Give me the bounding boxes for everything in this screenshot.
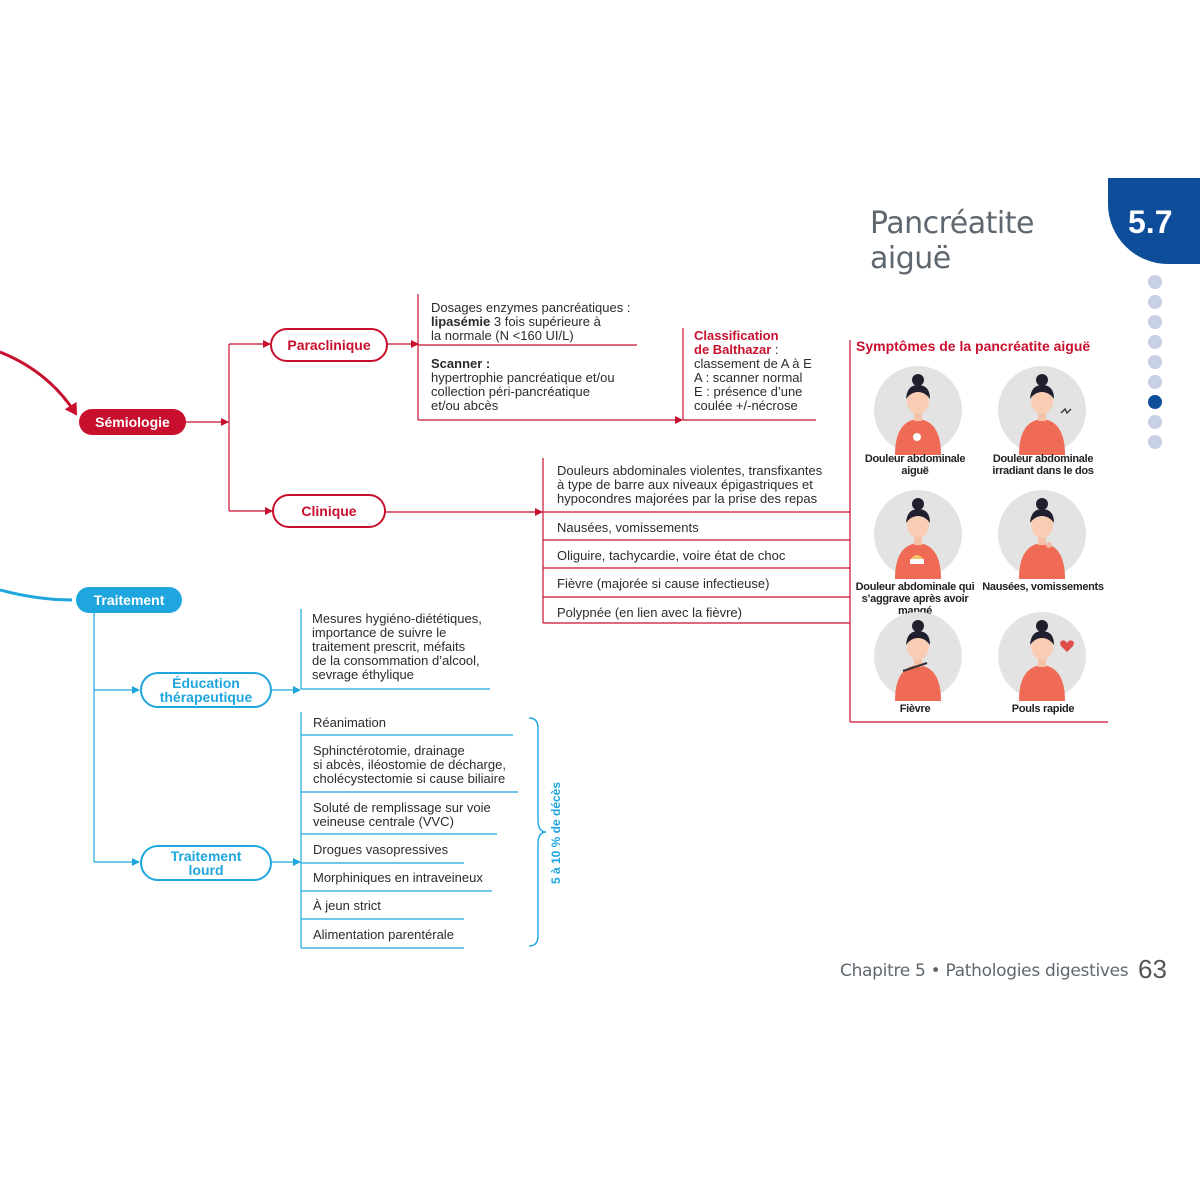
lourd-item-2-line-2: si abcès, iléostomie de décharge, <box>313 757 506 772</box>
nav-dot <box>1148 355 1162 369</box>
abdominal-pain-figure-icon <box>873 365 963 455</box>
nav-dot <box>1148 275 1162 289</box>
symptom-caption-line-2: aiguë <box>901 465 929 477</box>
nav-dot <box>1148 295 1162 309</box>
page-title: Pancréatite aiguë <box>870 206 1034 276</box>
symptom-caption: Nausées, vomissements <box>977 581 1109 593</box>
nav-dot <box>1148 335 1162 349</box>
node-traitement-lourd: Traitement lourd <box>140 845 272 881</box>
incoming-semiologie-curve <box>0 350 78 416</box>
lipasemie-term: lipasémie <box>431 314 491 329</box>
lourd-item-2-line-1: Sphinctérotomie, drainage <box>313 743 465 758</box>
symptom-caption-line-1: Douleur abdominale <box>864 453 966 465</box>
clinique-item: Fièvre (majorée si cause infectieuse) <box>557 576 770 591</box>
lourd-label-2: lourd <box>188 862 224 878</box>
balthazar-title-1: Classification <box>694 328 779 343</box>
clinique-item: Polypnée (en lien avec la fièvre) <box>557 605 742 620</box>
symptom-caption-line-1: Douleur abdominale qui <box>855 581 975 593</box>
education-text: Mesures hygiéno-diététiques, importance … <box>312 612 502 682</box>
fever-figure-icon <box>873 611 963 701</box>
section-number: 5.7 <box>1128 204 1173 240</box>
education-line-5: sevrage éthylique <box>312 667 414 682</box>
balthazar-line-1: classement de A à E <box>694 356 812 371</box>
clinique-item: Nausées, vomissements <box>557 520 699 535</box>
symptoms-title: Symptômes de la pancréatite aiguë <box>856 338 1091 354</box>
dosage-text: Dosages enzymes pancréatiques : lipasémi… <box>431 301 641 343</box>
balthazar-colon: : <box>771 342 779 357</box>
nausea-figure-icon <box>997 489 1087 579</box>
clinique-item: Douleurs abdominales violentes, transfix… <box>557 464 847 506</box>
education-line-1: Mesures hygiéno-diététiques, <box>312 611 482 626</box>
scanner-line-1: hypertrophie pancréatique et/ou <box>431 370 615 385</box>
lourd-item: Réanimation <box>313 715 386 730</box>
clinique-item-1-line-1: Douleurs abdominales violentes, transfix… <box>557 463 823 478</box>
dosage-line-1: Dosages enzymes pancréatiques : <box>431 300 631 315</box>
balthazar-line-2: A : scanner normal <box>694 370 803 385</box>
node-traitement: Traitement <box>76 587 182 613</box>
chapter-footer: Chapitre 5 • Pathologies digestives <box>840 961 1129 981</box>
lourd-item-3-line-1: Soluté de remplissage sur voie <box>313 800 491 815</box>
clinique-item-1-line-2: à type de barre aux niveaux épigastrique… <box>557 477 813 492</box>
page-number: 63 <box>1138 954 1167 984</box>
dosage-line-2: lipasémie 3 fois supérieure à <box>431 315 641 329</box>
symptom-caption: Fièvre <box>849 703 981 715</box>
node-paraclinique: Paraclinique <box>270 328 388 362</box>
nav-dot <box>1148 375 1162 389</box>
symptom-caption-line-1: Nausées, vomissements <box>982 581 1104 593</box>
node-clinique: Clinique <box>272 494 386 528</box>
education-line-2: importance de suivre le <box>312 625 447 640</box>
balthazar-title-2: de Balthazar <box>694 342 772 357</box>
education-line-4: de la consommation d’alcool, <box>312 653 480 668</box>
nav-dot-active <box>1148 395 1162 409</box>
node-semiologie: Sémiologie <box>79 409 186 435</box>
lourd-label-1: Traitement <box>170 848 242 864</box>
symptom-caption-line-1: Fièvre <box>899 703 931 715</box>
nav-dot <box>1148 315 1162 329</box>
node-education-therapeutique: Éducation thérapeutique <box>140 672 272 708</box>
lourd-item: Drogues vasopressives <box>313 842 449 857</box>
dosage-line-2-rest: 3 fois supérieure à <box>490 314 601 329</box>
scanner-title: Scanner : <box>431 356 491 371</box>
lourd-item: À jeun strict <box>313 898 381 913</box>
clinique-item-1-line-3: hypocondres majorées par la prise des re… <box>557 491 818 506</box>
incoming-traitement-curve <box>0 588 73 602</box>
lourd-item: Sphinctérotomie, drainage si abcès, iléo… <box>313 744 528 786</box>
clinique-item: Oliguire, tachycardie, voire état de cho… <box>557 548 786 563</box>
lourd-item: Soluté de remplissage sur voie veineuse … <box>313 801 513 829</box>
symptom-caption-line-1: Pouls rapide <box>1011 703 1075 715</box>
symptom-caption-line-1: Douleur abdominale <box>992 453 1094 465</box>
education-label-1: Éducation <box>172 675 240 691</box>
lourd-item-3-line-2: veineuse centrale (VVC) <box>313 814 454 829</box>
mortality-label: 5 à 10 % de décès <box>549 781 563 885</box>
education-label-2: thérapeutique <box>159 689 253 705</box>
education-line-3: traitement prescrit, méfaits <box>312 639 466 654</box>
scanner-text: Scanner : hypertrophie pancréatique et/o… <box>431 357 641 413</box>
scanner-line-3: et/ou abcès <box>431 398 499 413</box>
brace-mortality <box>528 717 547 947</box>
balthazar-title-2-row: de Balthazar : <box>694 343 824 357</box>
balthazar-line-3: E : présence d’une <box>694 384 803 399</box>
scanner-line-2: collection péri-pancréatique <box>431 384 590 399</box>
balthazar-line-4: coulée +/-nécrose <box>694 398 798 413</box>
nav-dot <box>1148 415 1162 429</box>
eating-pain-figure-icon <box>873 489 963 579</box>
back-pain-figure-icon <box>997 365 1087 455</box>
rapid-pulse-figure-icon <box>997 611 1087 701</box>
dosage-line-3: la normale (N <160 UI/L) <box>431 328 574 343</box>
symptom-caption: Pouls rapide <box>977 703 1109 715</box>
lourd-item: Morphiniques en intraveineux <box>313 870 483 885</box>
lourd-item: Alimentation parentérale <box>313 927 454 942</box>
nav-dot <box>1148 435 1162 449</box>
symptom-caption-line-2: irradiant dans le dos <box>992 465 1094 477</box>
lourd-item-2-line-3: cholécystectomie si cause biliaire <box>313 771 506 786</box>
balthazar-text: Classification de Balthazar : classement… <box>694 329 824 413</box>
